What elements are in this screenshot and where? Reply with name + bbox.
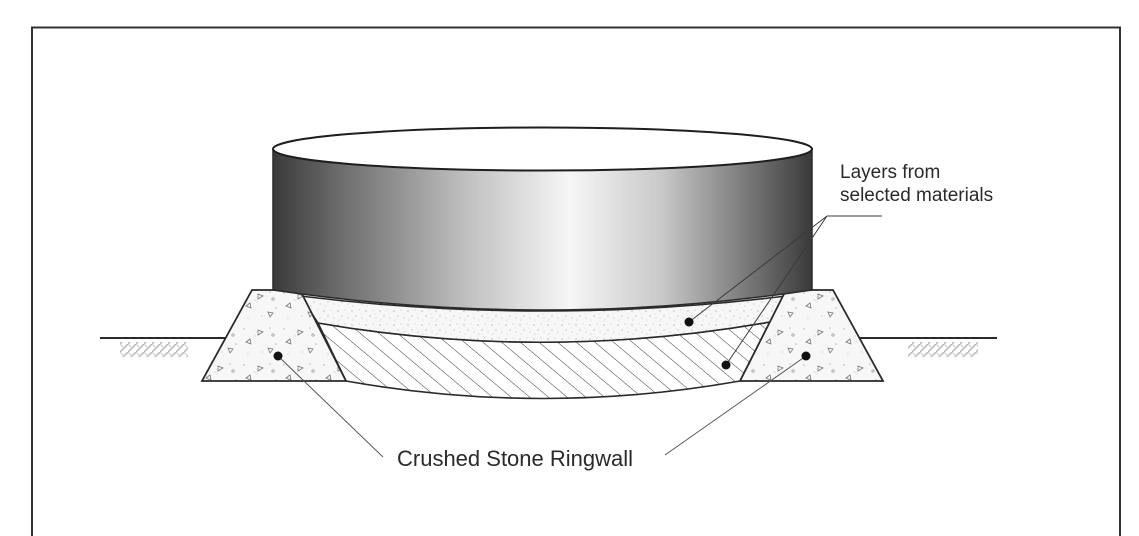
leader-dot-hatched-layer — [721, 360, 731, 370]
earth-hatch-right-icon — [908, 342, 978, 357]
tank-top — [272, 126, 813, 172]
earth-hatch-left-icon — [120, 342, 188, 357]
label-layers-line2: selected materials — [840, 185, 993, 206]
ringwall-leader-lines — [277, 355, 807, 458]
leader-dot-top-layer — [684, 317, 694, 327]
leader-dot-ringwall-left — [273, 351, 283, 361]
leader-dot-ringwall-right — [801, 351, 811, 361]
tank-body — [272, 148, 813, 311]
label-layers-line1: Layers from — [840, 162, 940, 183]
ringwall-right — [738, 289, 885, 382]
layers-leader-lines — [688, 215, 882, 366]
diagram-frame — [31, 26, 1121, 536]
label-crushed-stone-ringwall: Crushed Stone Ringwall — [397, 446, 633, 471]
